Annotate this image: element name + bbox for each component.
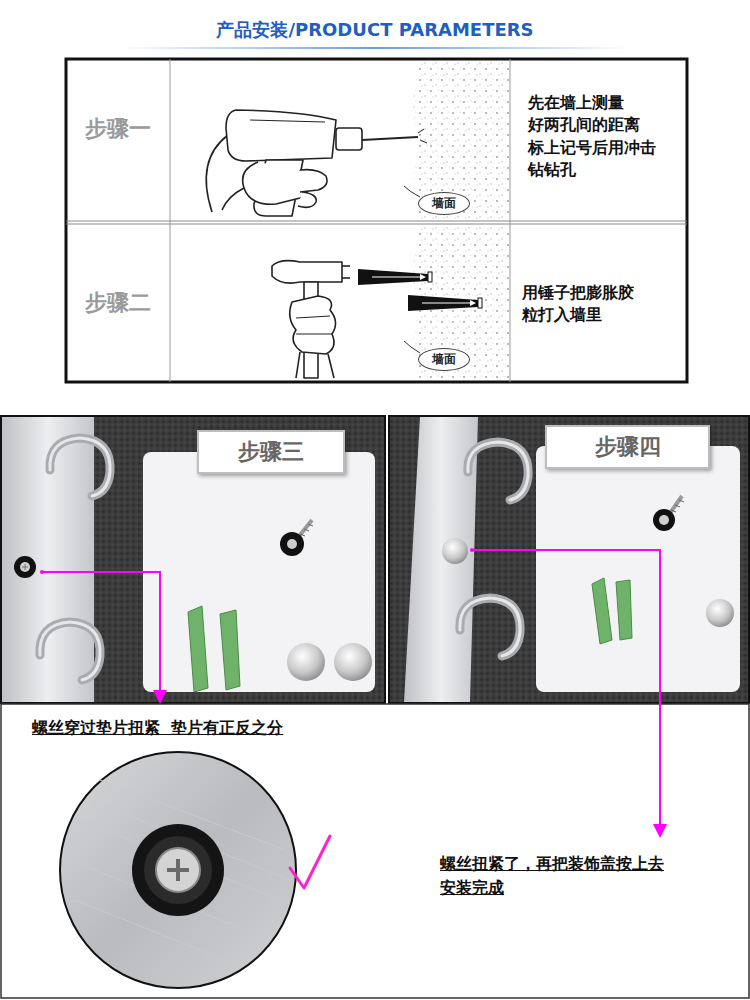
- step4-photo: [389, 416, 749, 703]
- page-title: 产品安装/PRODUCT PARAMETERS: [0, 18, 750, 42]
- node-text: 墙面: [432, 196, 456, 210]
- step-instruction: 先在墙上测量 好两孔间的距离 标上记号后用冲击 钻钻孔: [528, 92, 680, 182]
- title-rule: [120, 47, 630, 49]
- note-text: 螺丝扭紧了，再把装饰盖按上去 安装完成: [440, 852, 680, 900]
- zoom-detail: [60, 752, 296, 988]
- step-label: 步骤二: [66, 288, 170, 318]
- node-text: 步骤三: [238, 439, 304, 464]
- wall-anchors: [358, 269, 482, 311]
- hammer-sketch: [272, 261, 350, 378]
- wall-callout: 墙面: [418, 192, 470, 215]
- node-text: 步骤四: [595, 434, 661, 459]
- steps-table: [66, 59, 687, 382]
- wall-callout: 墙面: [418, 348, 470, 371]
- wall-callout-lines: [404, 186, 420, 353]
- step3-photo: [1, 416, 385, 703]
- wall-texture: [413, 62, 509, 380]
- check-mark: [290, 836, 330, 888]
- drill-sketch: [206, 110, 427, 216]
- leader-lines: [40, 548, 667, 838]
- step-badge: 步骤四: [545, 425, 710, 469]
- note-text: 螺丝穿过垫片扭紧 垫片有正反之分: [32, 716, 283, 740]
- step-instruction: 用锤子把膨胀胶 粒打入墙里: [522, 282, 674, 327]
- step-label: 步骤一: [66, 114, 170, 144]
- node-text: 墙面: [432, 352, 456, 366]
- step-badge: 步骤三: [197, 430, 345, 474]
- lower-panel-frame: [1, 704, 749, 998]
